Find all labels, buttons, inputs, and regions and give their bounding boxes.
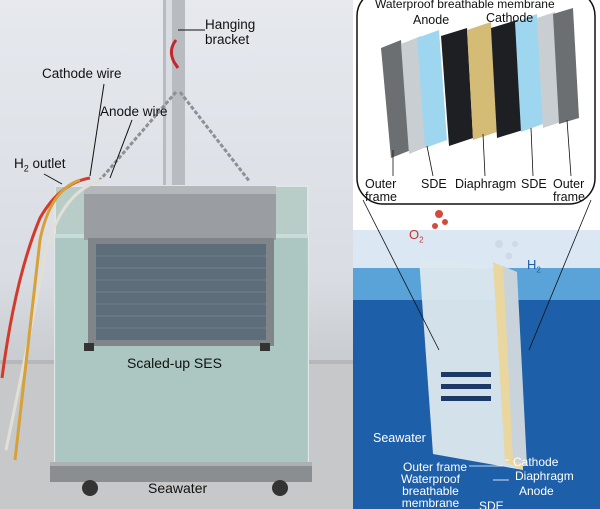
scaled-up-ses-photo: Hanging bracket Cathode wire Anode wire … (0, 0, 353, 509)
exploded-layers (381, 8, 579, 158)
label-diaphragm-bottom: Diaphragm (515, 469, 574, 483)
label-h2-outlet: H2 outlet (14, 156, 66, 174)
h2-outlet-tube (13, 178, 81, 461)
hanging-hook (169, 39, 180, 69)
label-scaled-up-ses: Scaled-up SES (127, 355, 222, 371)
label-cathode-bottom: Cathode (513, 455, 559, 469)
label-anode-bottom: Anode (519, 484, 554, 498)
label-outer-frame-right: Outer frame (553, 177, 585, 204)
diagram-illustration (353, 0, 600, 509)
photo-illustration (0, 0, 353, 509)
steel-housing (84, 186, 276, 240)
label-waterproof-bottom: Waterproof breathable membrane (401, 472, 460, 509)
label-seawater-photo: Seawater (148, 480, 208, 496)
label-sde-bottom: SDE (479, 499, 504, 509)
h2-bubbles (495, 240, 518, 260)
label-outer-frame-left: Outer frame (365, 177, 397, 204)
label-sde-left: SDE (421, 177, 447, 191)
chain-right (178, 91, 252, 183)
label-h2: H2 (527, 257, 541, 275)
label-anode-top: Anode (413, 13, 450, 27)
label-cathode-wire: Cathode wire (42, 66, 122, 81)
exploded-and-ocean-diagram: Waterproof breathable membrane Anode Cat… (353, 0, 600, 509)
label-waterproof-membrane-top: Waterproof breathable membrane (375, 0, 555, 11)
ocean-device (419, 258, 527, 470)
chain-left (98, 91, 178, 181)
label-anode-wire: Anode wire (100, 104, 168, 119)
label-o2: O2 (409, 227, 424, 245)
label-sde-right: SDE (521, 177, 547, 191)
label-outer-frame-bottom: Outer frame (403, 460, 468, 474)
anode-wire (4, 178, 105, 451)
tank-base (50, 462, 312, 482)
label-hanging-bracket: Hanging bracket (205, 17, 256, 47)
label-cathode-top: Cathode (486, 11, 534, 25)
label-diaphragm-top: Diaphragm (455, 177, 517, 191)
o2-bubbles (432, 210, 448, 229)
label-seawater-ocean: Seawater (373, 431, 426, 445)
